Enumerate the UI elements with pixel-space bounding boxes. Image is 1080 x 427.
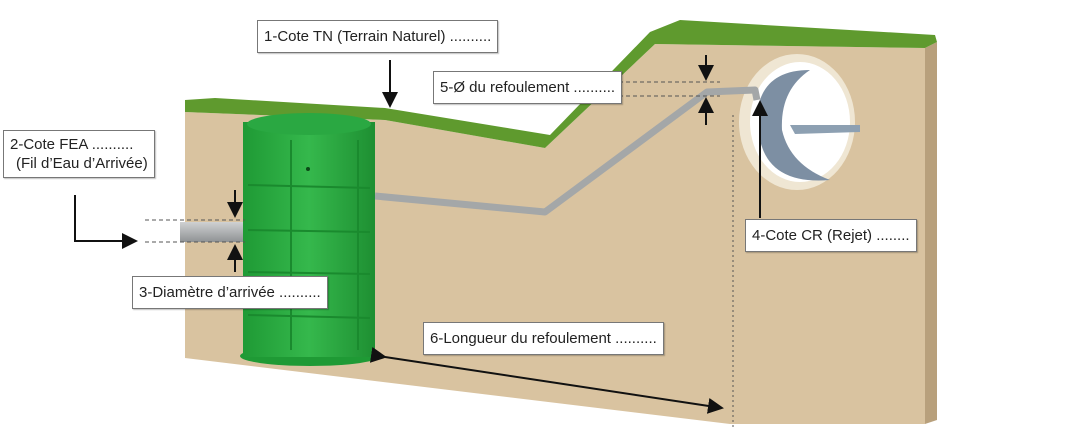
label-cote-fea-subtitle: (Fil d’Eau d’Arrivée): [16, 155, 148, 172]
discharge-pipe: [374, 86, 761, 216]
label-cote-cr: 4-Cote CR (Rejet) ........: [745, 219, 917, 252]
annotation-arrows: [74, 55, 768, 414]
lift-station-tank: [240, 113, 380, 366]
label-cote-fea-title: 2-Cote FEA ..........: [10, 136, 134, 153]
label-cote-fea: 2-Cote FEA .......... (Fil d’Eau d’Arriv…: [3, 130, 155, 178]
grass-strip: [185, 20, 937, 148]
soil-side-face: [925, 42, 937, 424]
label-diametre-arrivee: 3-Diamètre d’arrivée ..........: [132, 276, 328, 309]
label-cote-tn: 1-Cote TN (Terrain Naturel) ..........: [257, 20, 499, 53]
label-diametre-refoulement: 5-Ø du refoulement ..........: [433, 71, 623, 104]
label-longueur-refoulement: 6-Longueur du refoulement ..........: [423, 322, 664, 355]
inlet-pipe: [180, 222, 248, 242]
